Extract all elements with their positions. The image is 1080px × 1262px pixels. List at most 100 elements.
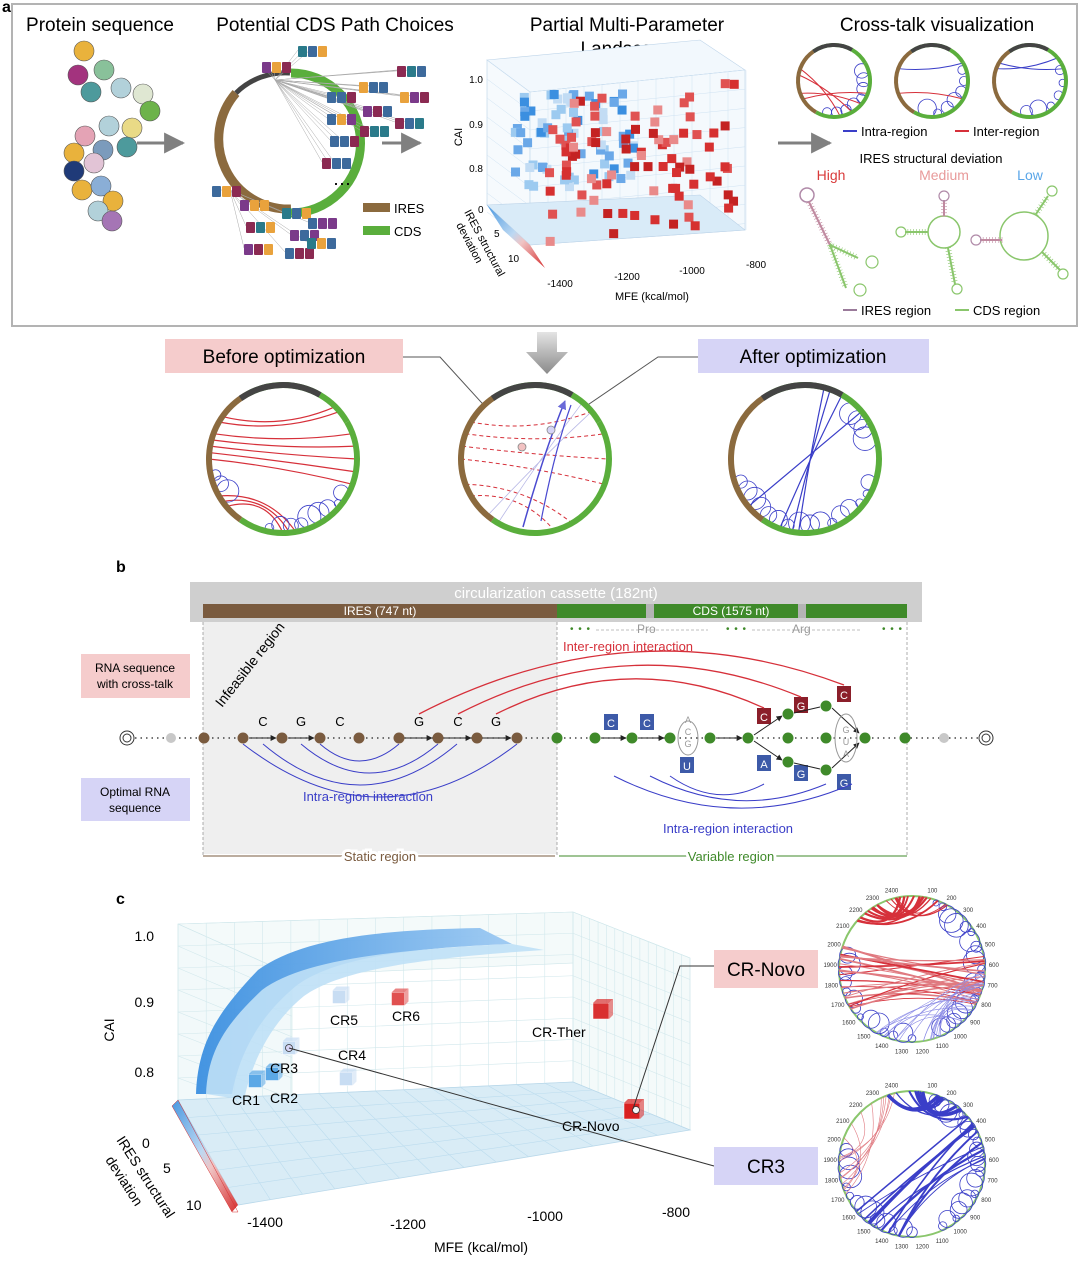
novo-marker: [632, 1106, 640, 1114]
landscape-point: [690, 221, 700, 231]
landscape-point: [569, 98, 579, 108]
codon-tile: [359, 82, 368, 93]
interaction-arc: [218, 495, 297, 533]
ires-legend-label: IRES: [394, 201, 425, 216]
interaction-arc: [208, 458, 353, 485]
interaction-arc: [839, 1111, 865, 1158]
intra-arc: [613, 775, 853, 809]
codon-tile: [285, 248, 294, 259]
terminal-node: [119, 730, 135, 746]
landscape-z-tick-2: 5: [494, 229, 500, 240]
codon-tile: [400, 92, 409, 103]
interaction-arc: [933, 985, 984, 1039]
arc-plot-tick: 2300: [866, 896, 880, 902]
codon-tile: [415, 118, 424, 129]
codon-edge: [274, 79, 343, 141]
interaction-arc: [226, 503, 284, 534]
infeasible-region-surface: [196, 928, 544, 1100]
arc-plot-tick: 2400: [885, 1084, 899, 1090]
deviation-medium: Medium: [919, 167, 969, 183]
codon-tile: [300, 230, 309, 241]
landscape-point: [621, 134, 631, 144]
interaction-arc: [844, 992, 978, 1004]
codon-tile: [420, 92, 429, 103]
codon-tile: [318, 46, 327, 57]
ires-bar-label: IRES (747 nt): [344, 604, 417, 618]
panel-c-y-label: CAI: [101, 1018, 117, 1041]
cds-node: [820, 764, 832, 776]
landscape-point: [576, 149, 586, 159]
codon-edge: [274, 79, 331, 141]
after-optimization-label: After optimization: [740, 347, 887, 368]
landscape-x-tick-4: -800: [746, 260, 766, 271]
landscape-point: [724, 203, 734, 213]
base-pair: [806, 200, 812, 204]
interaction-arc: [839, 1095, 887, 1174]
amino-acid-bead: [93, 59, 115, 81]
landscape-point: [683, 200, 693, 210]
codon-tile: [232, 186, 241, 197]
rna-loop: [938, 190, 950, 202]
hairpin-loop: [857, 1013, 864, 1021]
hairpin-loop: [939, 908, 964, 933]
landscape-point: [561, 140, 571, 150]
codon-path-tree: [212, 46, 429, 259]
data-point-top: [339, 1068, 357, 1073]
ring-segment: [206, 392, 248, 523]
hairpin-loop: [837, 952, 861, 976]
codon-tile: [290, 230, 299, 241]
codon-tile: [308, 218, 317, 229]
codon-tile: [330, 136, 339, 147]
deviation-low: Low: [1017, 167, 1044, 183]
interaction-arc: [465, 483, 573, 524]
ring-segment: [913, 62, 970, 119]
landscape-point: [682, 157, 692, 167]
amino-acid-bead: [139, 100, 161, 122]
base-pair: [834, 263, 841, 267]
hairpin-loop: [958, 1189, 977, 1208]
landscape-point: [590, 111, 600, 121]
codon-tile: [417, 66, 426, 77]
landscape-point: [650, 117, 660, 127]
arc-plot-tick: 2100: [836, 924, 850, 930]
arc-plot-tick: 1500: [857, 1229, 871, 1235]
base-pair: [811, 211, 818, 215]
landscape-point: [618, 89, 628, 99]
base-pair: [828, 246, 834, 250]
interaction-arc: [843, 1123, 862, 1191]
landscape-point: [679, 128, 689, 138]
grid-line: [572, 1017, 691, 1066]
amino-acid-bead: [116, 136, 138, 158]
data-point-side: [609, 999, 613, 1019]
amino-acid-bead: [80, 81, 102, 103]
landscape-point: [720, 162, 730, 172]
interaction-arc: [462, 445, 610, 460]
interaction-arc: [864, 896, 928, 921]
base-pair: [848, 251, 852, 257]
base-pair: [842, 283, 848, 287]
codon-tile: [328, 218, 337, 229]
base-pair: [850, 252, 854, 259]
interaction-arc: [897, 1130, 979, 1237]
landscape-point: [545, 236, 555, 246]
landscape-x-tick-3: -1000: [679, 266, 705, 277]
ires-node: [432, 732, 444, 744]
ires-nucleotide: C: [258, 714, 267, 729]
codon-tile: [322, 158, 331, 169]
base-pair: [832, 258, 839, 261]
landscape-point: [556, 104, 566, 114]
cds-bar-label: CDS (1575 nt): [693, 604, 770, 618]
landscape-point: [596, 140, 606, 150]
cds-node: [589, 732, 601, 744]
base-pair: [949, 271, 956, 273]
ring-segment: [796, 49, 818, 114]
base-pair: [945, 250, 952, 252]
codon-tile: [266, 222, 275, 233]
codon-tile: [244, 244, 253, 255]
interaction-arc: [847, 981, 984, 1005]
data-point-side: [345, 986, 350, 1004]
landscape-point: [520, 107, 530, 117]
base-pair: [839, 278, 846, 281]
landscape-x-label: MFE (kcal/mol): [615, 291, 689, 303]
rna-loop: [999, 211, 1049, 261]
